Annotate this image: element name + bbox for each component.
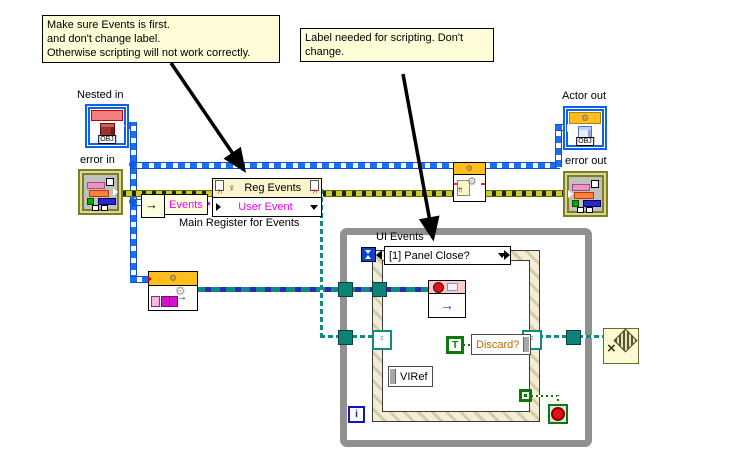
true-constant[interactable]: T [446, 336, 464, 354]
iteration-terminal[interactable]: i [348, 406, 365, 423]
viref-text: VIRef [400, 370, 428, 383]
envelope-icon [447, 283, 458, 291]
x-icon: × [607, 340, 616, 357]
gear-icon: ⚙ [465, 164, 474, 173]
expand-arrow-icon[interactable] [216, 203, 221, 211]
stop-button-icon [433, 281, 444, 293]
class-wire[interactable] [555, 124, 565, 131]
events-wire[interactable] [206, 202, 215, 205]
selector-next-arrow[interactable] [504, 250, 510, 260]
arrow-right-icon: → [440, 297, 454, 313]
event-reg-icon: ♀ [228, 182, 236, 194]
events-wire-label[interactable]: Events [164, 194, 208, 215]
checkbox-icon [106, 178, 114, 186]
user-event-input-label[interactable]: User Event [238, 201, 293, 213]
read-enqueuer-node[interactable]: → [141, 194, 165, 218]
arrow-to-reg-events [169, 62, 246, 173]
terminal-stub [390, 369, 396, 384]
vi-banner: ⚙ [454, 163, 485, 175]
stop-bool-wire[interactable] [531, 395, 559, 397]
timeout-terminal[interactable] [361, 247, 376, 262]
nested-in-label: Nested in [77, 89, 124, 101]
user-event-wire[interactable] [196, 287, 428, 292]
class-banner [91, 110, 123, 121]
gear-icon: ⚙ [168, 273, 178, 283]
class-wire[interactable] [130, 276, 150, 283]
error-out-corner-icon: ?! [310, 180, 319, 196]
event-reg-wire[interactable] [320, 186, 323, 338]
unregister-events-node[interactable]: × [603, 328, 639, 364]
reg-events-caption: Main Register for Events [179, 217, 300, 229]
selector-prev-arrow[interactable] [376, 250, 382, 260]
wire-junction [129, 198, 136, 205]
antenna-icon [613, 328, 638, 353]
event-selector[interactable]: [1] Panel Close? [384, 246, 511, 265]
error-out-terminal[interactable] [563, 171, 608, 217]
discard-bool-wire[interactable] [463, 344, 472, 346]
class-wire[interactable] [555, 125, 562, 167]
error-out-label: error out [565, 155, 607, 167]
panel-close-msg-node[interactable]: → [428, 280, 466, 318]
arrow-right-icon: → [145, 197, 158, 212]
stop-tunnel-center [522, 392, 529, 399]
dynamic-event-terminal-left[interactable]: ♀ [372, 330, 392, 350]
viref-box[interactable]: VIRef [388, 366, 433, 387]
selector-dropdown-icon[interactable] [498, 253, 506, 258]
actor-out-terminal[interactable]: ⚙ OBJ [563, 106, 607, 150]
stop-bool-wire[interactable] [557, 395, 559, 406]
read-self-enqueuer-node[interactable]: ⚙ ⚙ → [148, 271, 198, 311]
event-reg-icon: ♀ [378, 333, 386, 343]
discard-box[interactable]: Discard? [471, 334, 532, 355]
register-for-events-node[interactable]: ?! ♀ Reg Events ?! User Event [212, 178, 322, 217]
reg-events-title: Reg Events [244, 182, 302, 194]
nested-in-terminal[interactable]: OBJ [85, 104, 129, 148]
actor-out-label: Actor out [562, 90, 607, 102]
error-in-label: error in [80, 154, 115, 166]
comment-events-first[interactable]: Make sure Events is first. and don't cha… [42, 15, 280, 63]
error-in-corner-icon: ?! [215, 180, 224, 196]
events-label-text: Events [169, 198, 203, 211]
loop-tunnel[interactable] [566, 330, 581, 345]
stop-tunnel[interactable] [519, 389, 532, 402]
event-structure-label: UI Events [376, 231, 424, 243]
up-arrows-icon: ↑↑ [457, 185, 463, 194]
arrow-right-icon: → [177, 292, 187, 303]
stop-button-icon [551, 407, 565, 421]
class-wire[interactable] [130, 199, 143, 206]
event-reg-icon: ♀ [528, 333, 536, 343]
error-in-terminal[interactable] [78, 169, 123, 215]
hourglass-icon [365, 250, 371, 254]
input-arrow-icon [568, 190, 573, 198]
comment-label-needed[interactable]: Label needed for scripting. Don't change… [300, 28, 494, 62]
terminal-stub [523, 337, 530, 352]
input-arrow-icon [567, 124, 572, 132]
loop-tunnel[interactable] [338, 282, 353, 297]
output-arrow-icon [113, 188, 118, 196]
gear-icon: ⚙ [580, 112, 590, 123]
vi-banner: ⚙ [149, 272, 197, 286]
arrow-to-event-selector [401, 73, 440, 242]
loop-tunnel[interactable] [338, 330, 353, 345]
wire-junction [129, 161, 136, 168]
obj-tag: OBJ [98, 135, 116, 144]
dropdown-arrow-icon[interactable] [310, 204, 318, 210]
event-structure-tunnel[interactable] [372, 282, 387, 297]
checkbox-icon [591, 180, 599, 188]
class-wire[interactable] [130, 162, 560, 169]
actor-vi-node[interactable]: ⚙ ⚙ ↑↑ [453, 162, 486, 202]
class-input-marker [148, 276, 152, 282]
obj-tag: OBJ [576, 137, 594, 146]
gear-icon: ⚙ [467, 176, 477, 188]
actor-banner: ⚙ [569, 112, 601, 124]
event-selector-text: [1] Panel Close? [389, 249, 470, 262]
loop-condition-terminal[interactable] [548, 404, 568, 424]
page-icon [457, 180, 470, 196]
output-arrow-icon [120, 122, 125, 130]
true-constant-text: T [451, 339, 459, 351]
iteration-text: i [355, 409, 358, 420]
error-wire[interactable] [122, 190, 563, 197]
gear-icon: ⚙ [175, 284, 186, 298]
discard-text: Discard? [476, 338, 520, 351]
msg-banner [429, 281, 465, 294]
